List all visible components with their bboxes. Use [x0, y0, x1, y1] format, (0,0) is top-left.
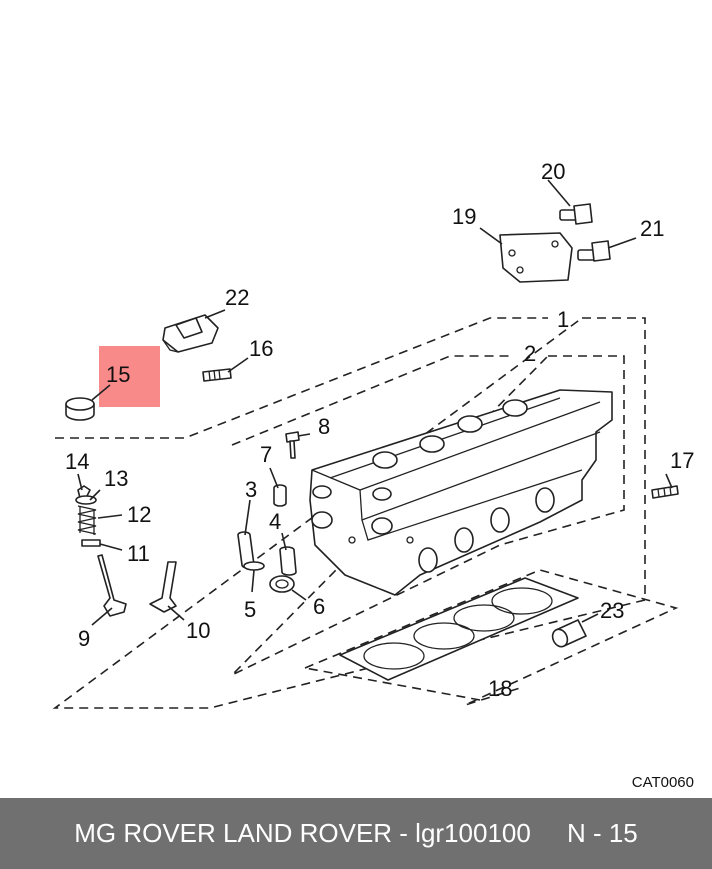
- catalog-code: CAT0060: [632, 774, 694, 791]
- label-16: 16: [249, 336, 273, 361]
- part-20-bolt: [559, 203, 593, 225]
- part-5-washer: [243, 561, 265, 571]
- label-14: 14: [65, 449, 89, 474]
- label-21: 21: [640, 216, 664, 241]
- part-19-plate: [499, 232, 573, 283]
- group-frame-1: [52, 317, 646, 709]
- part-12-spring: [77, 505, 97, 535]
- label-11: 11: [127, 541, 150, 566]
- part-16-stud: [202, 368, 232, 382]
- label-4: 4: [269, 509, 281, 534]
- label-3: 3: [245, 477, 257, 502]
- label-5: 5: [244, 597, 256, 622]
- part-22-clip: [162, 314, 219, 353]
- part-21-bolt: [577, 240, 611, 262]
- label-20: 20: [541, 159, 565, 184]
- label-19: 19: [452, 204, 476, 229]
- part-11-seat: [81, 539, 101, 547]
- part-9-valve: [97, 554, 127, 617]
- part-17-stud: [651, 485, 679, 499]
- part-8-bolt: [285, 431, 300, 459]
- part-15-cap: [65, 397, 95, 421]
- part-6-seal: [269, 575, 295, 593]
- footer-bar: MG ROVER LAND ROVER - lgr100100 N - 15: [0, 798, 712, 869]
- label-18: 18: [488, 676, 512, 701]
- label-17: 17: [670, 448, 694, 473]
- label-15: 15: [106, 362, 130, 387]
- part-4-guide: [279, 546, 297, 576]
- label-12: 12: [127, 502, 151, 527]
- highlight-box-15: [99, 346, 160, 407]
- label-13: 13: [104, 466, 128, 491]
- parts-diagram: 1 2 3 4 5 6 7 8 9 10 11 12 13 14 15 16 1…: [52, 159, 694, 791]
- label-7: 7: [260, 442, 272, 467]
- label-6: 6: [313, 594, 325, 619]
- part-23-dowel: [551, 619, 587, 648]
- group-frame-18: [304, 569, 679, 706]
- label-8: 8: [318, 414, 330, 439]
- footer-text: MG ROVER LAND ROVER - lgr100100 N - 15: [74, 818, 638, 848]
- label-9: 9: [78, 626, 90, 651]
- leader-lines: [77, 179, 673, 626]
- label-22: 22: [225, 285, 249, 310]
- label-10: 10: [186, 618, 210, 643]
- label-2: 2: [524, 341, 536, 366]
- label-1: 1: [557, 307, 569, 332]
- part-10-valve: [149, 561, 177, 613]
- part-cylinder-head: [309, 389, 613, 596]
- label-23: 23: [600, 598, 624, 623]
- part-7-sleeve: [273, 484, 287, 507]
- part-18-head-gasket: [339, 577, 579, 681]
- group-frame-2: [231, 355, 625, 676]
